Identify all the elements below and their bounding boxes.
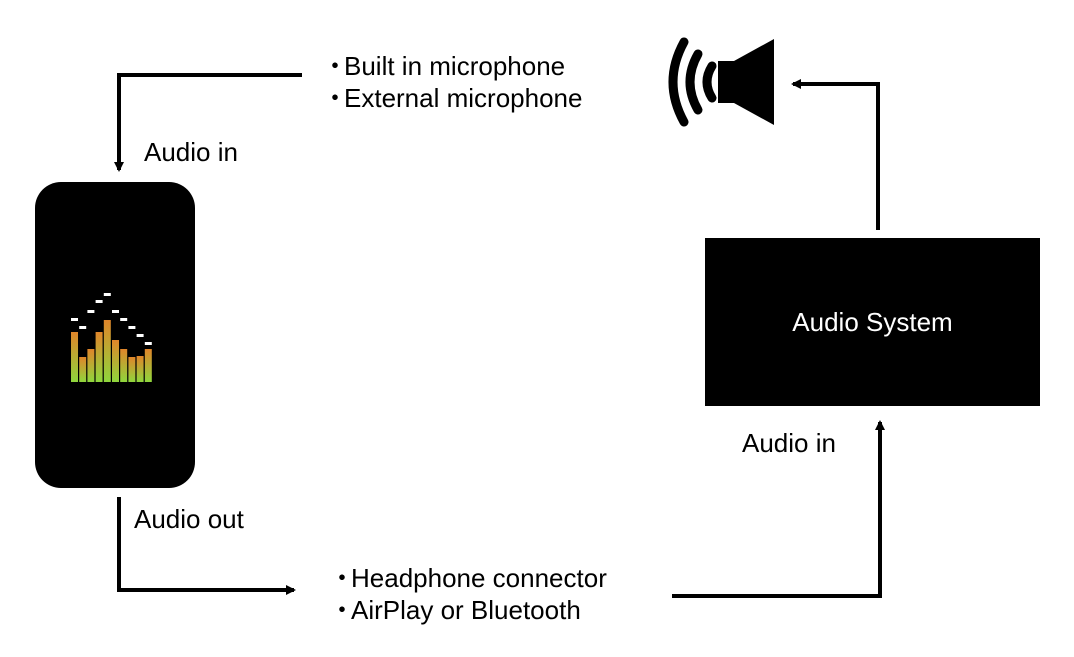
meter-bar <box>128 357 136 382</box>
meter-peak <box>71 318 78 321</box>
audio-system-label: Audio System <box>792 306 953 337</box>
meter-bar <box>112 340 119 382</box>
phone-audio-out-label: Audio out <box>134 504 244 534</box>
meter-bar <box>71 332 78 382</box>
meter-peak <box>136 334 144 337</box>
meter-peak <box>79 326 87 329</box>
input-sources-list: Built in microphone External microphone <box>322 50 582 114</box>
meter-peak <box>128 326 136 329</box>
phone-device <box>35 182 195 488</box>
meter-bar <box>87 349 95 382</box>
meter-peak <box>120 318 128 321</box>
meter-peak <box>87 310 95 313</box>
output-connection-item: AirPlay or Bluetooth <box>329 594 607 626</box>
meter-bar <box>144 349 152 382</box>
meter-peak <box>144 342 152 345</box>
phone-audio-in-label: Audio in <box>144 137 238 167</box>
meter-bar <box>103 320 111 382</box>
level-meter-icon <box>71 293 152 382</box>
meter-peak <box>112 310 119 313</box>
meter-bar <box>79 357 87 382</box>
arrow-system-to-speaker <box>791 79 880 230</box>
audio-system-box: Audio System <box>705 238 1040 406</box>
meter-bar <box>120 349 128 382</box>
output-connection-item: Headphone connector <box>329 562 607 594</box>
output-connections-list: Headphone connector AirPlay or Bluetooth <box>329 562 607 626</box>
arrow-mic-to-phone <box>114 73 302 172</box>
meter-peak <box>103 293 111 296</box>
meter-bar <box>95 332 103 382</box>
arrow-phone-to-output <box>117 497 296 595</box>
input-source-item: Built in microphone <box>322 50 582 82</box>
system-audio-in-label: Audio in <box>742 428 836 458</box>
meter-peak <box>95 300 103 303</box>
meter-bar <box>136 356 144 382</box>
speaker-icon <box>668 37 774 127</box>
input-source-item: External microphone <box>322 82 582 114</box>
arrow-output-to-system <box>672 420 885 598</box>
